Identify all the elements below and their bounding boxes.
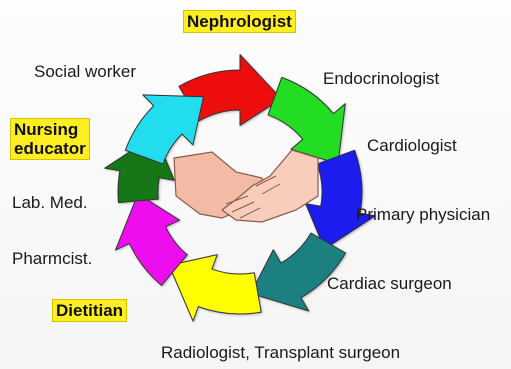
label-nephrologist: Nephrologist [183,10,296,33]
arrow-cyan [125,95,203,164]
label-lab-med: Lab. Med. [12,194,88,213]
label-cardiac-surgeon: Cardiac surgeon [327,275,452,294]
label-nursing-educator-line1: Nursing [14,120,86,139]
arrow-green [268,77,345,164]
label-cardiologist: Cardiologist [367,137,457,156]
label-dietitian: Dietitian [52,299,127,322]
arrow-yellow [169,255,261,322]
label-radiologist-transplant: Radiologist, Transplant surgeon [161,344,400,363]
label-nursing-educator-line2: educator [14,139,86,158]
label-social-worker: Social worker [34,63,136,82]
label-nursing-educator: Nursing educator [10,118,90,160]
label-primary-physician: Primary physician [356,206,490,225]
handshake-icon [174,150,318,222]
arrow-teal [251,233,346,311]
label-endocrinologist: Endocrinologist [323,70,439,89]
label-pharmacist: Pharmcist. [12,250,92,269]
